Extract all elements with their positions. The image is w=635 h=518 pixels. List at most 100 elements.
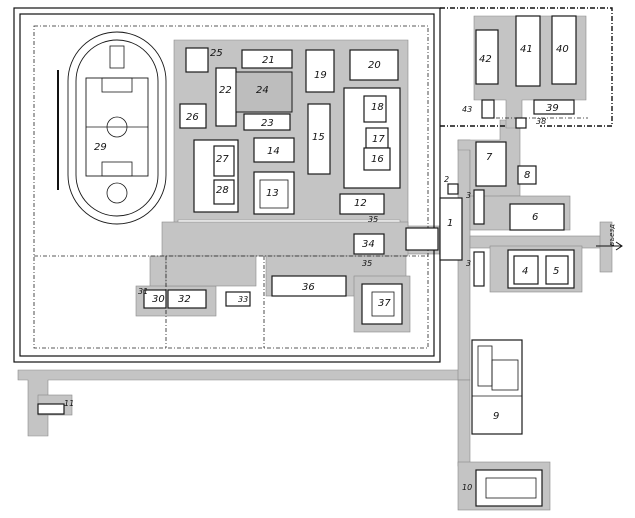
label-37: 37 — [378, 298, 391, 309]
building-41 — [515, 15, 541, 87]
stadium-29: 29 — [57, 31, 167, 225]
building-42 — [475, 29, 499, 85]
outer-fence — [13, 7, 441, 363]
building-23 — [243, 113, 291, 131]
label-26: 26 — [186, 112, 199, 123]
label-16: 16 — [371, 154, 384, 165]
building-34 — [353, 233, 385, 255]
building-37-inner — [371, 291, 395, 317]
label-35a: 35 — [368, 215, 378, 224]
label-8: 8 — [524, 170, 530, 181]
label-38: 38 — [536, 117, 546, 126]
entrance-arrow-icon — [596, 241, 623, 251]
label-5: 5 — [553, 266, 559, 277]
pitch-penalty-north — [101, 77, 133, 93]
building-22 — [215, 67, 237, 127]
pitch-penalty-south — [101, 161, 133, 177]
building-16 — [363, 147, 391, 171]
label-33: 33 — [238, 295, 248, 304]
label-23: 23 — [261, 118, 274, 129]
fence-lines — [13, 7, 613, 363]
fence-north-east — [440, 7, 613, 127]
parking-3b — [473, 251, 485, 287]
building-9-hall — [491, 359, 519, 391]
campus-buildings: 25 21 22 24 23 26 19 20 15 14 13 27 28 1… — [138, 47, 403, 325]
building-6 — [509, 203, 565, 231]
building-8 — [517, 165, 537, 185]
campus-boundary-dash — [33, 25, 429, 349]
building-24 — [235, 71, 293, 113]
building-11 — [37, 403, 65, 415]
building-36 — [271, 275, 347, 297]
building-9 — [471, 339, 523, 435]
building-13 — [253, 171, 295, 215]
building-37 — [361, 283, 403, 325]
building-38 — [515, 117, 527, 129]
building-39 — [533, 99, 575, 115]
building-19 — [305, 49, 335, 93]
outer-fence-inner — [19, 13, 435, 357]
label-1: 1 — [447, 218, 453, 229]
label-29: 29 — [94, 142, 107, 153]
building-13-inner — [259, 179, 289, 209]
label-4: 4 — [522, 266, 528, 277]
label-32: 32 — [178, 294, 191, 305]
building-12 — [339, 193, 385, 215]
label-2: 2 — [444, 175, 449, 184]
building-15 — [307, 103, 331, 175]
label-27: 27 — [216, 154, 229, 165]
label-7: 7 — [486, 152, 493, 163]
label-9: 9 — [493, 411, 499, 422]
label-24: 24 — [256, 85, 269, 96]
building-1 — [439, 197, 463, 261]
building-43 — [481, 99, 495, 119]
label-28: 28 — [216, 185, 229, 196]
label-11: 11 — [64, 399, 74, 408]
pitch-center-circle — [106, 116, 128, 138]
building-25 — [185, 47, 209, 73]
building-30 — [143, 289, 167, 309]
label-22: 22 — [219, 85, 232, 96]
building-26 — [179, 103, 207, 129]
building-4 — [513, 255, 539, 285]
label-19: 19 — [314, 70, 327, 81]
label-12: 12 — [354, 198, 367, 209]
road-east-lower — [457, 379, 471, 467]
road-pad-lower-left — [165, 255, 257, 287]
building-7 — [475, 141, 507, 187]
building-27 — [213, 145, 235, 177]
gate-checkpoint — [405, 227, 439, 251]
label-25: 25 — [210, 48, 223, 59]
building-33 — [225, 291, 251, 307]
building-2 — [447, 183, 459, 195]
label-3b: 3 — [466, 259, 471, 268]
label-20: 20 — [368, 60, 381, 71]
entrance-label: въезд — [608, 224, 616, 246]
building-21 — [241, 49, 293, 69]
label-17: 17 — [372, 134, 385, 145]
label-31: 31 — [138, 287, 148, 296]
label-40: 40 — [556, 44, 569, 55]
building-20 — [349, 49, 399, 81]
label-41: 41 — [520, 44, 533, 55]
label-14: 14 — [267, 146, 280, 157]
building-10-inner — [485, 477, 537, 499]
label-13: 13 — [266, 188, 279, 199]
building-32 — [167, 289, 207, 309]
building-14 — [253, 137, 295, 163]
road-southwest — [17, 369, 461, 437]
throwing-circle — [106, 182, 128, 204]
road-entrance-stub — [599, 221, 613, 273]
label-6: 6 — [532, 212, 538, 223]
label-42: 42 — [479, 54, 492, 65]
label-34: 34 — [362, 239, 375, 250]
building-28 — [213, 179, 235, 205]
label-39: 39 — [546, 103, 559, 114]
building-10 — [475, 469, 543, 507]
parking-3a — [473, 189, 485, 225]
label-35b: 35 — [362, 259, 372, 268]
building-5 — [545, 255, 569, 285]
label-15: 15 — [312, 132, 325, 143]
north-east-buildings: 42 41 40 39 43 38 — [462, 15, 577, 129]
